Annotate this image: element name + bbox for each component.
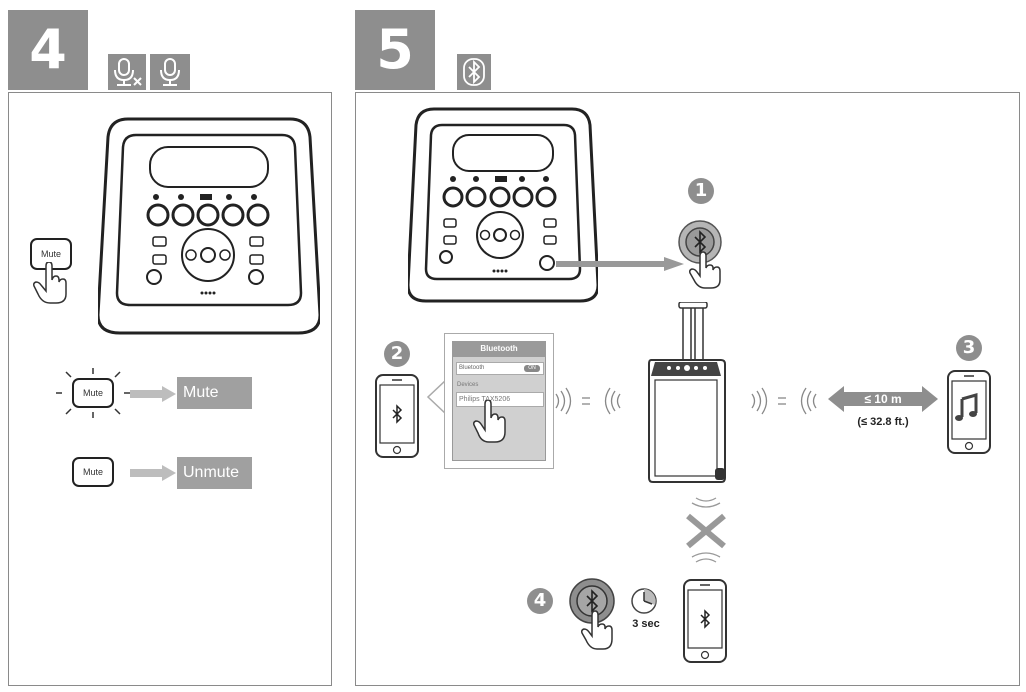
mute-button[interactable]: Mute (30, 238, 72, 270)
bt-menu-section: Devices (457, 382, 479, 388)
unmute-result-label: Unmute (177, 457, 252, 489)
timer-icon (631, 588, 657, 614)
range-double-arrow (828, 386, 938, 412)
speaker-top-view (98, 117, 320, 335)
pointer-arrow (556, 257, 684, 271)
step-badge-3: 3 (956, 335, 982, 361)
step-number-4: 4 (8, 10, 88, 90)
finger-press-icon-2 (473, 400, 506, 443)
mic-mute-icon (108, 54, 146, 90)
signal-waves-right (751, 387, 817, 415)
mute-button-blinking[interactable]: Mute (72, 378, 114, 408)
arrow-right-icon-2 (130, 465, 176, 481)
step-badge-1: 1 (688, 178, 714, 204)
step-badge-2: 2 (384, 341, 410, 367)
bluetooth-menu-panel: Bluetooth Bluetooth ON Devices Philips T… (444, 333, 554, 469)
bt-menu-row[interactable]: Bluetooth ON (456, 362, 544, 375)
hold-time-label: 3 sec (632, 618, 660, 630)
party-speaker-trolley (648, 302, 726, 483)
mute-button-2[interactable]: Mute (72, 457, 114, 487)
mute-result-label: Mute (177, 377, 252, 409)
signal-waves-left (555, 387, 621, 415)
bluetooth-button-hold-icon[interactable] (568, 577, 620, 653)
phone-bluetooth-icon (375, 374, 419, 458)
step-badge-4: 4 (527, 588, 553, 614)
step-number-5: 5 (355, 10, 435, 90)
disconnected-x-icon (686, 497, 726, 563)
bt-device-item[interactable]: Philips TAX5206 (456, 392, 544, 407)
phone-music-icon (947, 370, 991, 454)
bluetooth-button-icon[interactable] (678, 220, 726, 290)
bluetooth-icon (457, 54, 491, 90)
finger-press-icon (33, 262, 67, 304)
range-feet-label: (≤ 32.8 ft.) (857, 416, 909, 428)
blink-rays (56, 368, 130, 418)
phone-bluetooth-icon-2 (683, 579, 727, 663)
bt-menu-row-label: Bluetooth (459, 365, 485, 371)
arrow-right-icon (130, 386, 176, 402)
bt-toggle[interactable]: ON (524, 365, 540, 372)
bt-menu-title: Bluetooth (452, 341, 546, 357)
speaker-top-view-2 (408, 107, 598, 303)
mic-icon (150, 54, 190, 90)
range-label: ≤ 10 m (864, 392, 902, 406)
